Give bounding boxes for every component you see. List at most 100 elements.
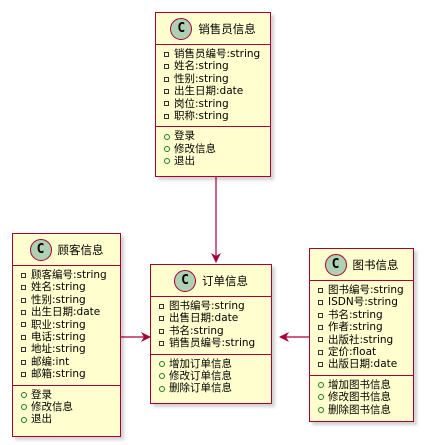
- private-visibility-icon: [19, 334, 28, 340]
- attribute-row: 出版日期:date: [316, 358, 409, 370]
- method-row: 删除图书信息: [316, 404, 409, 416]
- attribute-text: 销售员编号:string: [174, 48, 261, 60]
- method-text: 登录: [174, 130, 195, 143]
- attribute-text: 出版日期:date: [328, 358, 398, 371]
- private-visibility-icon: [162, 76, 171, 82]
- attribute-row: ISDN号:string: [316, 296, 409, 308]
- method-text: 修改图书信息: [328, 391, 391, 404]
- method-text: 删除图书信息: [328, 403, 391, 416]
- method-row: 退出: [19, 413, 116, 425]
- method-text: 修改信息: [174, 142, 216, 155]
- attribute-text: 作者:string: [328, 321, 383, 334]
- private-visibility-icon: [19, 322, 28, 328]
- attribute-text: 出版社:string: [328, 333, 394, 346]
- private-visibility-icon: [19, 347, 28, 353]
- method-text: 退出: [31, 413, 52, 426]
- attribute-text: 邮箱:string: [31, 368, 86, 381]
- private-visibility-icon: [19, 297, 28, 303]
- method-row: 修改信息: [19, 401, 116, 413]
- public-visibility-icon: [157, 373, 166, 380]
- attribute-row: 书名:string: [316, 309, 409, 321]
- class-header: C 顾客信息: [13, 234, 120, 266]
- private-visibility-icon: [157, 340, 166, 346]
- private-visibility-icon: [316, 362, 325, 368]
- public-visibility-icon: [157, 360, 166, 367]
- attribute-text: 电话:string: [31, 331, 86, 344]
- attribute-text: 销售员编号:string: [169, 337, 256, 350]
- public-visibility-icon: [316, 394, 325, 401]
- class-icon: C: [170, 17, 193, 40]
- attribute-text: 姓名:string: [31, 281, 86, 294]
- attribute-text: ISDN号:string: [328, 296, 398, 309]
- attribute-text: 书名:string: [169, 324, 224, 337]
- attribute-row: 销售员编号:string: [157, 337, 267, 349]
- attribute-row: 职业:string: [19, 319, 116, 331]
- method-row: 增加订单信息: [157, 358, 267, 370]
- method-list: 增加图书信息修改图书信息删除图书信息: [310, 374, 413, 420]
- attribute-text: 书名:string: [328, 308, 383, 321]
- method-row: 登录: [162, 130, 266, 142]
- attribute-row: 出售日期:date: [157, 312, 267, 324]
- method-text: 修改订单信息: [169, 370, 232, 383]
- public-visibility-icon: [316, 382, 325, 389]
- class-name: 顾客信息: [57, 242, 104, 257]
- attribute-row: 作者:string: [316, 321, 409, 333]
- private-visibility-icon: [162, 101, 171, 107]
- class-header: C 订单信息: [151, 265, 271, 297]
- public-visibility-icon: [162, 133, 171, 140]
- attribute-row: 图书编号:string: [316, 284, 409, 296]
- attribute-row: 销售员编号:string: [162, 48, 266, 60]
- method-row: 退出: [162, 155, 266, 167]
- attribute-row: 出版社:string: [316, 334, 409, 346]
- private-visibility-icon: [19, 309, 28, 315]
- private-visibility-icon: [162, 51, 171, 57]
- public-visibility-icon: [316, 406, 325, 413]
- private-visibility-icon: [19, 371, 28, 377]
- method-row: 修改图书信息: [316, 391, 409, 403]
- private-visibility-icon: [162, 64, 171, 70]
- public-visibility-icon: [162, 146, 171, 153]
- attribute-text: 出售日期:date: [169, 312, 239, 325]
- attribute-row: 性别:string: [162, 73, 266, 85]
- private-visibility-icon: [157, 328, 166, 334]
- attribute-row: 顾客编号:string: [19, 269, 116, 281]
- attribute-row: 邮箱:string: [19, 368, 116, 380]
- attribute-text: 性别:string: [31, 293, 86, 306]
- attribute-row: 姓名:string: [162, 60, 266, 72]
- private-visibility-icon: [162, 113, 171, 119]
- class-name: 订单信息: [202, 273, 248, 288]
- private-visibility-icon: [316, 287, 325, 293]
- private-visibility-icon: [316, 337, 325, 343]
- attribute-row: 书名:string: [157, 325, 267, 337]
- attribute-row: 定价:float: [316, 346, 409, 358]
- class-header: C 销售员信息: [156, 13, 270, 45]
- private-visibility-icon: [316, 324, 325, 330]
- class-name: 图书信息: [352, 257, 399, 272]
- class-icon: C: [174, 269, 196, 292]
- private-visibility-icon: [19, 272, 28, 278]
- attribute-text: 邮编:int: [31, 355, 70, 368]
- attribute-row: 姓名:string: [19, 281, 116, 293]
- private-visibility-icon: [162, 88, 171, 94]
- private-visibility-icon: [19, 285, 28, 291]
- method-text: 增加图书信息: [328, 378, 391, 391]
- class-icon: C: [324, 253, 347, 276]
- attribute-row: 岗位:string: [162, 98, 266, 110]
- method-row: 修改信息: [162, 143, 266, 155]
- public-visibility-icon: [19, 404, 28, 411]
- attribute-row: 电话:string: [19, 331, 116, 343]
- public-visibility-icon: [157, 385, 166, 392]
- private-visibility-icon: [19, 359, 28, 365]
- attribute-text: 地址:string: [31, 343, 86, 356]
- attribute-text: 图书编号:string: [328, 284, 404, 296]
- public-visibility-icon: [19, 416, 28, 423]
- public-visibility-icon: [19, 391, 28, 398]
